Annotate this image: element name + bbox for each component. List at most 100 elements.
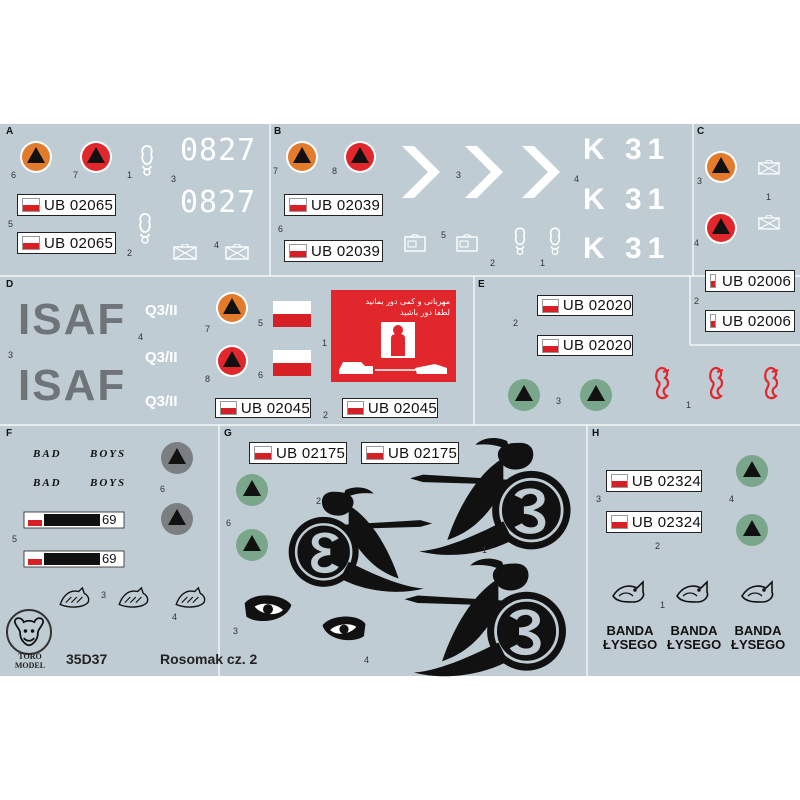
decal-number: 1 (686, 400, 692, 410)
decal-number: 3 (101, 590, 107, 600)
registration-plate: UB 02065 (17, 194, 116, 216)
decal-number: 2 (490, 258, 496, 268)
polish-flag (289, 198, 307, 212)
decal-number: 4 (364, 655, 370, 665)
decal-number: 7 (205, 324, 211, 334)
section-letter-h: H (592, 428, 600, 439)
bad-boys-text: BOYS (90, 477, 127, 489)
section-letter-e: E (478, 279, 485, 290)
bad-boys-text: BOYS (90, 448, 127, 460)
polish-flag (542, 298, 559, 313)
registration-plate: UB 02065 (17, 232, 116, 254)
toro-logo-ring (6, 609, 52, 655)
polish-flag (220, 401, 237, 415)
decal-number: 5 (258, 318, 264, 328)
product-title: Rosomak cz. 2 (160, 651, 258, 667)
decal-number: 6 (278, 224, 284, 234)
roundel-green (580, 379, 612, 411)
decal-number: 1 (660, 600, 666, 610)
decal-number: 7 (73, 170, 79, 180)
registration-plate: UB 02006 (705, 310, 795, 332)
section-letter-f: F (6, 428, 13, 439)
chevron-markings (402, 146, 560, 198)
section-letter-a: A (6, 126, 14, 137)
polish-flag (611, 515, 628, 529)
polish-flag (22, 236, 40, 250)
decal-number: 1 (127, 170, 133, 180)
roundel-orange (705, 151, 737, 183)
roundel-red (80, 141, 112, 173)
polish-flag (273, 301, 311, 327)
tactical-number: 0827 (180, 185, 257, 220)
warning-text: مهربانی و کمی دور بمانید (365, 297, 451, 306)
roundel-green (736, 455, 768, 487)
roundel-green (236, 474, 268, 506)
decal-number: 4 (729, 494, 735, 504)
unit-code: Q3/II (145, 393, 178, 410)
roundel-green (508, 379, 540, 411)
registration-plate: UB 02020 (537, 295, 633, 316)
roundel-red (705, 212, 737, 244)
panel-dividers (0, 124, 800, 676)
roundel-red (216, 345, 248, 377)
roundel-gray (161, 503, 193, 535)
plate-number: 69 (102, 512, 117, 527)
decal-number: 6 (226, 518, 232, 528)
decal-number: 4 (574, 174, 580, 184)
decal-number: 2 (513, 318, 519, 328)
warning-sign: مهربانی و کمی دور بمانید لطفا دور باشید (331, 290, 456, 382)
decal-number: 8 (205, 374, 211, 384)
registration-plate: UB 02020 (537, 335, 633, 356)
decal-number: 2 (694, 296, 700, 306)
decal-number: 3 (596, 494, 602, 504)
decal-number: 5 (441, 230, 447, 240)
roundel-red (344, 141, 376, 173)
decal-number: 6 (160, 484, 166, 494)
decal-number: 3 (456, 170, 462, 180)
f-plate-bar (23, 511, 125, 529)
roundel-orange (20, 141, 52, 173)
bad-boys-text: BAD (33, 448, 62, 460)
registration-plate: UB 02175 (249, 442, 347, 464)
decal-number: 3 (556, 396, 562, 406)
decal-number: 4 (172, 612, 178, 622)
decal-number: 1 (540, 258, 546, 268)
product-code: 35D37 (66, 651, 108, 667)
plate-number: 69 (102, 551, 117, 566)
decal-number: 2 (323, 410, 329, 420)
decal-number: 5 (12, 534, 18, 544)
decal-number: 5 (8, 219, 14, 229)
decal-number: 4 (694, 238, 700, 248)
bad-boys-text: BAD (33, 477, 62, 489)
isaf-marking: ISAF (18, 361, 127, 410)
polish-flag (22, 198, 40, 212)
decal-number: 4 (214, 240, 220, 250)
decal-number: 2 (655, 541, 661, 551)
decal-number: 6 (258, 370, 264, 380)
polish-flag (542, 338, 559, 353)
roundel-green (236, 529, 268, 561)
polish-flag (254, 446, 272, 460)
section-letter-d: D (6, 279, 14, 290)
unit-code: Q3/II (145, 302, 178, 319)
decal-number: 8 (332, 166, 338, 176)
decal-number: 7 (273, 166, 279, 176)
registration-plate: UB 02324 (606, 511, 702, 533)
roundel-green (736, 514, 768, 546)
k-code: K 31 (583, 183, 671, 216)
decal-number: 3 (697, 176, 703, 186)
polish-flag (710, 314, 716, 328)
roundel-gray (161, 442, 193, 474)
registration-plate: UB 02006 (705, 270, 795, 292)
warning-text: لطفا دور باشید (400, 308, 450, 317)
polish-flag (273, 350, 311, 376)
polish-flag (366, 446, 384, 460)
polish-flag (347, 401, 364, 415)
polish-flag (710, 274, 716, 288)
warning-pictogram (339, 322, 447, 374)
